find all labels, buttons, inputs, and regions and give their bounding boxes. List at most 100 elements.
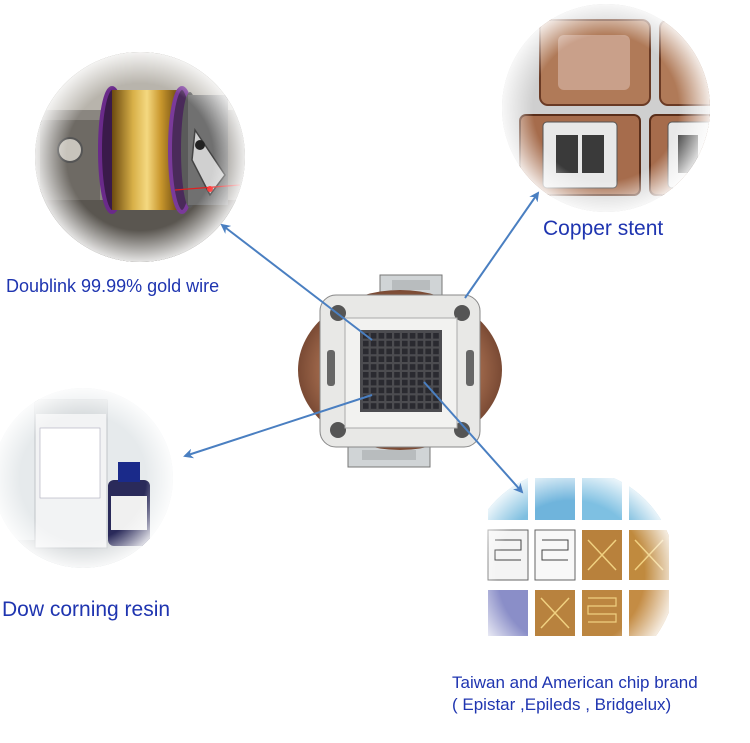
connector-arrows [183, 191, 540, 494]
led-chip [417, 333, 424, 339]
led-chip [425, 395, 431, 401]
led-chip [433, 364, 439, 370]
led-chip [425, 364, 431, 370]
led-chip [433, 372, 439, 378]
led-chip [425, 403, 431, 409]
led-chip [433, 387, 439, 394]
led-chip [378, 364, 385, 370]
led-chip [417, 395, 424, 401]
led-chip [386, 395, 392, 401]
led-chip [425, 379, 431, 386]
led-chip [402, 395, 408, 401]
led-chip [409, 333, 416, 339]
led-chip [370, 340, 377, 347]
led-chip [409, 372, 416, 378]
led-chip [378, 340, 385, 347]
led-chip [409, 356, 416, 362]
led-chip [402, 356, 408, 362]
led-chip [386, 340, 392, 347]
gold-wire-spool-photo [35, 52, 245, 262]
cob-led-module-photo [298, 274, 502, 468]
led-chip [363, 340, 369, 347]
arrow-to-resin [183, 394, 373, 459]
arrow-to-copper-stent [464, 191, 540, 299]
led-chip [433, 348, 439, 355]
led-chip [409, 395, 416, 401]
led-chip [394, 348, 400, 355]
led-chip [378, 395, 385, 401]
led-chip [370, 333, 377, 339]
label-copper-stent: Copper stent [543, 217, 664, 240]
led-chip [386, 379, 392, 386]
led-chip [363, 348, 369, 355]
led-chip [363, 356, 369, 362]
led-chip [425, 387, 431, 394]
led-chip [402, 333, 408, 339]
led-chip [402, 403, 408, 409]
led-chip [417, 364, 424, 370]
led-chip [386, 387, 392, 394]
led-chip [409, 364, 416, 370]
led-chip [417, 356, 424, 362]
arrow-to-chip [423, 381, 524, 494]
copper-stent-photo [502, 4, 710, 212]
led-chip [417, 348, 424, 355]
led-chip [386, 333, 392, 339]
led-chip [394, 364, 400, 370]
led-chip [386, 348, 392, 355]
led-chip [370, 364, 377, 370]
led-chip [402, 364, 408, 370]
led-chip [363, 387, 369, 394]
led-chip [378, 372, 385, 378]
led-chip [386, 372, 392, 378]
led-chip [433, 333, 439, 339]
led-chip [394, 340, 400, 347]
led-chip [386, 364, 392, 370]
led-chip [409, 379, 416, 386]
led-chip [386, 356, 392, 362]
label-gold-wire: Doublink 99.99% gold wire [6, 276, 220, 296]
led-chip [409, 387, 416, 394]
led-chip [425, 356, 431, 362]
led-chip [433, 379, 439, 386]
led-chip [363, 395, 369, 401]
led-chip [402, 387, 408, 394]
led-chip [402, 379, 408, 386]
led-chip [370, 387, 377, 394]
chip-grid-photo [466, 469, 676, 679]
led-chip [378, 379, 385, 386]
led-chip [417, 403, 424, 409]
led-chip [409, 348, 416, 355]
led-chip [417, 372, 424, 378]
led-chip [378, 348, 385, 355]
led-chip [409, 403, 416, 409]
led-chip [394, 403, 400, 409]
led-chip [433, 395, 439, 401]
resin-bottle-photo [0, 388, 173, 568]
led-chip [425, 333, 431, 339]
led-chip [378, 403, 385, 409]
arrow-to-gold-wire [220, 223, 373, 341]
led-chip [370, 372, 377, 378]
led-chip [417, 387, 424, 394]
led-chip [409, 340, 416, 347]
led-chip [370, 395, 377, 401]
led-chip [433, 403, 439, 409]
led-chip [394, 379, 400, 386]
led-chip [402, 348, 408, 355]
led-chip [370, 403, 377, 409]
led-chip [370, 348, 377, 355]
led-chip [378, 356, 385, 362]
label-resin: Dow corning resin [2, 598, 171, 621]
led-chip [394, 387, 400, 394]
led-chip [386, 403, 392, 409]
led-chip [402, 340, 408, 347]
led-chip [363, 364, 369, 370]
led-chip [363, 372, 369, 378]
led-chip [417, 340, 424, 347]
led-chip [394, 395, 400, 401]
label-chip-brand: Taiwan and American chip brand [452, 673, 698, 692]
led-chip [402, 372, 408, 378]
led-chip [433, 340, 439, 347]
